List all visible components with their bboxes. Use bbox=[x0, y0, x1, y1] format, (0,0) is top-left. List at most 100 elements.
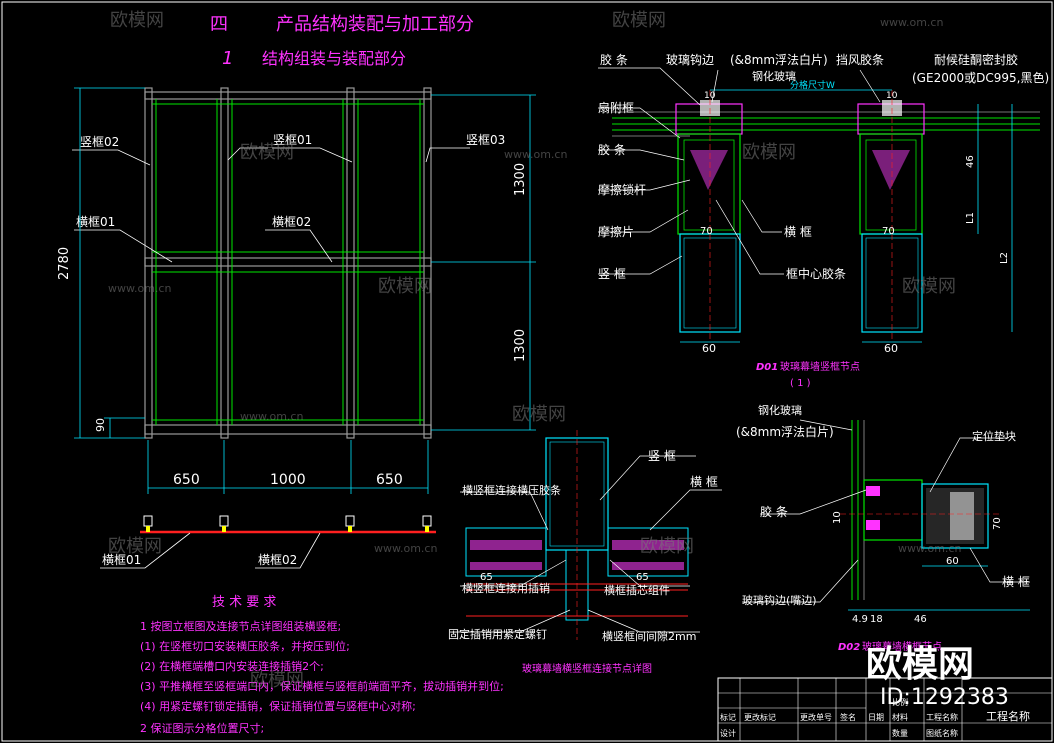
mullion-01-left bbox=[220, 87, 229, 439]
watermark-brand-3: 欧模网 bbox=[240, 142, 294, 163]
transom-top bbox=[144, 91, 432, 100]
d01-dim-46: 46 bbox=[965, 155, 976, 168]
joint-detail: 竖 框 横 框 横竖框连接横压胶条 横竖框连接用插销 横框插芯组件 固定插销用紧… bbox=[448, 430, 722, 675]
joint-label-pin: 横竖框连接用插销 bbox=[462, 581, 550, 595]
d01-left-mullion bbox=[675, 90, 743, 340]
d01-label-sealant-spec: (GE2000或DC995,黑色) bbox=[912, 71, 1049, 85]
requirement-line-5: (4) 用紧定螺钉锁定插销，保证插销位置与竖框中心对称; bbox=[140, 699, 416, 713]
dim-right-vertical bbox=[431, 94, 536, 431]
tb-col-signature: 签名 bbox=[840, 712, 856, 722]
d02-label-transom: 横 框 bbox=[1002, 575, 1030, 589]
d01-label-gasket-2: 胶 条 bbox=[598, 142, 626, 157]
joint-label-screw: 固定插销用紧定螺钉 bbox=[448, 627, 547, 641]
plan-label-transom-01: 横框01 bbox=[102, 553, 141, 567]
watermark-url-3: www.om.cn bbox=[108, 282, 171, 295]
section-d01: 分格尺寸W 10 10 70 70 60 60 46 L1 L2 胶 bbox=[598, 52, 1049, 389]
joint-label-mullion: 竖 框 bbox=[648, 449, 676, 463]
watermark-url-6: www.om.cn bbox=[898, 542, 961, 555]
watermark-id: ID:1292383 bbox=[880, 685, 1009, 710]
d02-dim-46: 46 bbox=[914, 614, 927, 625]
plan-strip: 横框01 横框02 bbox=[100, 515, 436, 569]
d02-dim-18: 18 bbox=[870, 614, 883, 625]
joint-label-press-gasket: 横竖框连接横压胶条 bbox=[462, 483, 561, 497]
d01-label-friction-pad: 摩擦片 bbox=[598, 224, 634, 239]
d01-label-friction-lock: 摩擦锁杆 bbox=[598, 182, 646, 197]
joint-dim-65b: 65 bbox=[636, 572, 649, 583]
joint-label-transom: 横 框 bbox=[690, 475, 718, 489]
tb-scale: 比例 bbox=[892, 697, 908, 707]
elevation-leaders bbox=[72, 147, 470, 263]
d02-label-float-glass: (&8mm浮法白片) bbox=[736, 424, 834, 439]
requirement-line-2: (1) 在竖框切口安装横压胶条，并按压到位; bbox=[140, 639, 350, 653]
transom-bottom bbox=[144, 424, 432, 435]
d02-dim-70: 70 bbox=[992, 517, 1003, 530]
d01-dim-60a: 60 bbox=[702, 342, 716, 355]
tb-quantity: 数量 bbox=[892, 728, 908, 738]
elevation-label-mullion-01: 竖框01 bbox=[273, 133, 312, 147]
d02-label-locator: 定位垫块 bbox=[972, 429, 1016, 443]
frame-elevation: 竖框02 竖框01 竖框03 横框01 横框02 2780 90 1300 13… bbox=[57, 87, 536, 494]
watermark-url-1: www.om.cn bbox=[880, 16, 943, 29]
watermarks: 欧模网 欧模网 欧模网 欧模网 欧模网 欧模网 欧模网 欧模网 欧模网 欧模网 … bbox=[108, 10, 1009, 710]
d02-label-tempered: 钢化玻璃 bbox=[758, 403, 802, 417]
d01-dim-l1: L1 bbox=[965, 212, 976, 224]
joint-dim-65a: 65 bbox=[480, 572, 493, 583]
requirement-line-4: (3) 平推横框至竖框端口内，保证横框与竖框前端面平齐，拔动插销并到位; bbox=[140, 679, 504, 693]
dim-mid-width: 1000 bbox=[270, 472, 306, 488]
plan-label-transom-02: 横框02 bbox=[258, 553, 297, 567]
dim-right-width: 650 bbox=[376, 472, 403, 488]
d01-label-float-glass: (&8mm浮法白片) bbox=[730, 52, 828, 67]
requirement-line-3: (2) 在横框端槽口内安装连接插销2个; bbox=[140, 659, 324, 673]
d01-caption-no: D01 bbox=[756, 362, 778, 373]
dim-left-vertical bbox=[74, 87, 145, 439]
technical-requirements: 技 术 要 求 1 按图立框图及连接节点详图组装横竖框; (1) 在竖框切口安装… bbox=[140, 595, 504, 735]
dim-lower: 1300 bbox=[513, 329, 528, 362]
d01-caption-index: ( 1 ) bbox=[790, 378, 811, 389]
mullion-01-right bbox=[346, 87, 355, 439]
mullion-03 bbox=[423, 87, 432, 439]
tb-col-change-mark: 更改标记 bbox=[744, 712, 776, 722]
watermark-url-4: www.om.cn bbox=[240, 410, 303, 423]
watermark-brand-7: 欧模网 bbox=[512, 404, 566, 425]
dim-total-height: 2780 bbox=[57, 247, 72, 280]
d02-dim-10: 10 bbox=[832, 511, 843, 524]
d01-label-center-gasket: 框中心胶条 bbox=[786, 266, 846, 281]
watermark-brand-10: 欧模网 bbox=[250, 670, 304, 691]
tb-project-name: 工程名称 bbox=[986, 709, 1030, 723]
tb-col-date: 日期 bbox=[868, 713, 884, 722]
watermark-brand-large: 欧模网 bbox=[866, 644, 974, 685]
d01-dim-60b: 60 bbox=[884, 342, 898, 355]
plan-anchors bbox=[146, 526, 429, 532]
d01-label-tempered: 钢化玻璃 bbox=[752, 69, 796, 83]
watermark-brand-9: 欧模网 bbox=[640, 536, 694, 557]
watermark-brand-6: 欧模网 bbox=[902, 276, 956, 297]
tb-project-label: 工程名称 bbox=[926, 712, 958, 722]
watermark-brand-5: 欧模网 bbox=[378, 276, 432, 297]
d01-label-wind-gasket: 挡风胶条 bbox=[836, 52, 884, 67]
d01-dim-10a: 10 bbox=[704, 91, 716, 101]
d01-label-mullion: 竖 框 bbox=[598, 267, 626, 281]
d01-dim-70b: 70 bbox=[882, 226, 895, 237]
elevation-label-transom-02: 横框02 bbox=[272, 215, 311, 229]
d01-label-transom: 横 框 bbox=[784, 225, 812, 239]
d01-caption: 玻璃幕墙竖框节点 bbox=[780, 360, 860, 373]
tb-row-1: 标记 bbox=[720, 712, 736, 722]
watermark-brand-1: 欧模网 bbox=[110, 10, 164, 31]
watermark-brand-8: 欧模网 bbox=[108, 536, 162, 557]
dim-left-width: 650 bbox=[173, 472, 200, 488]
section-title: 产品结构装配与加工部分 bbox=[276, 14, 474, 35]
dim-upper: 1300 bbox=[513, 163, 528, 196]
mullion-02 bbox=[144, 87, 153, 439]
plan-mullions bbox=[143, 515, 432, 527]
header: 四 产品结构装配与加工部分 1 结构组装与装配部分 bbox=[210, 14, 474, 69]
d01-label-sealant: 耐候硅酮密封胶 bbox=[934, 52, 1018, 67]
watermark-brand-2: 欧模网 bbox=[612, 10, 666, 31]
d02-caption-no: D02 bbox=[838, 642, 860, 653]
requirements-title: 技 术 要 求 bbox=[212, 595, 276, 610]
d01-right-mullion bbox=[857, 90, 925, 340]
mullion-lines bbox=[144, 87, 432, 439]
elevation-label-mullion-02: 竖框02 bbox=[80, 135, 119, 149]
d02-label-glass-edge: 玻璃钩边(嘴边) bbox=[742, 593, 817, 607]
d01-dim-70a: 70 bbox=[700, 226, 713, 237]
